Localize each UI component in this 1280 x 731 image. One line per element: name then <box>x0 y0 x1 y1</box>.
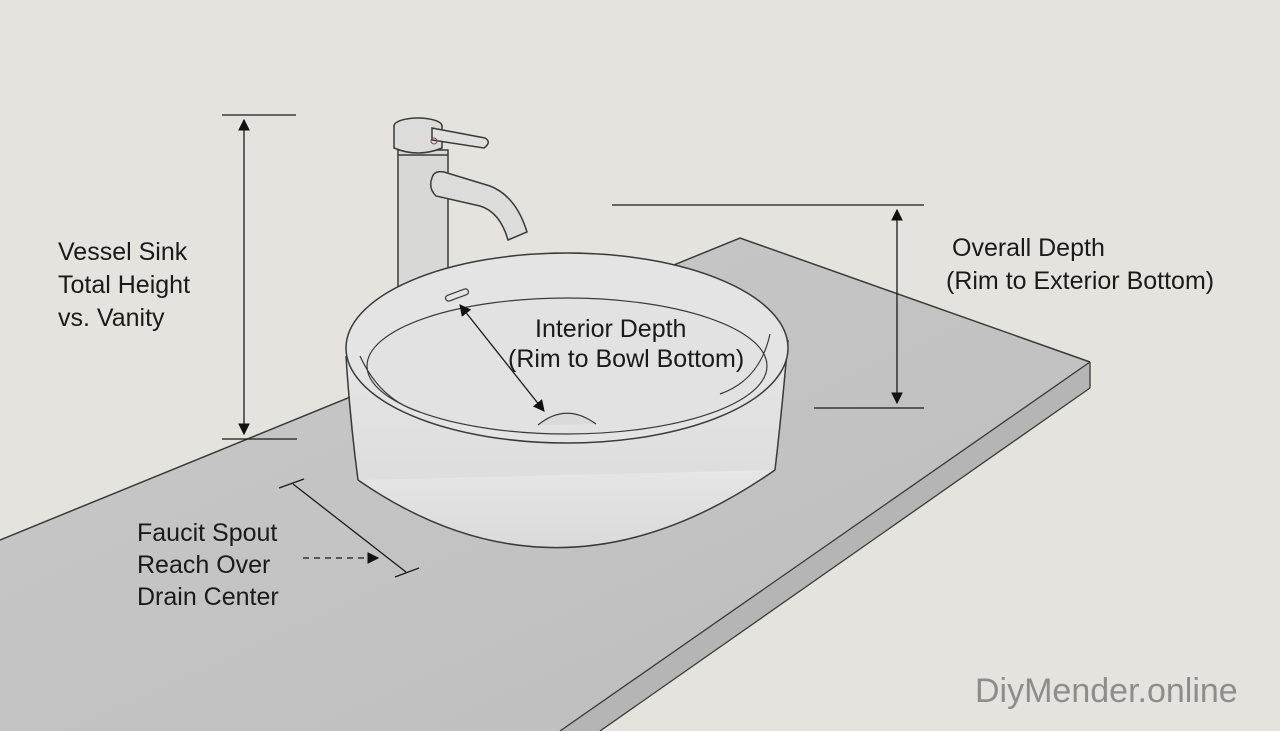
overall-depth-label: Overall Depth (Rim to Exterior Bottom) <box>946 232 1214 298</box>
label-line: Drain Center <box>137 583 279 611</box>
label-line: (Rim to Bowl Bottom) <box>508 345 745 373</box>
spout-reach-dimension <box>278 478 420 578</box>
label-line: Faucit Spout <box>137 519 278 547</box>
interior-depth-label: Interior Depth (Rim to Bowl Bottom) <box>508 314 744 374</box>
label-line: Reach Over <box>137 551 271 579</box>
interior-depth-dimension <box>459 304 545 412</box>
total-height-label: Vessel Sink Total Height vs. Vanity <box>58 236 190 335</box>
spout-reach-label: Faucit Spout Reach Over Drain Center <box>137 517 279 613</box>
vessel-sink <box>345 252 789 549</box>
overall-depth-dimension <box>612 204 924 409</box>
label-line: vs. Vanity <box>58 304 165 332</box>
label-line: Interior Depth <box>535 315 687 343</box>
total-height-dimension <box>222 114 297 440</box>
label-line: Overall Depth <box>952 234 1105 262</box>
label-line: (Rim to Exterior Bottom) <box>946 267 1215 295</box>
label-line: Vessel Sink <box>58 238 188 266</box>
label-line: Total Height <box>58 271 191 299</box>
watermark: DiyMender.online <box>975 672 1238 710</box>
